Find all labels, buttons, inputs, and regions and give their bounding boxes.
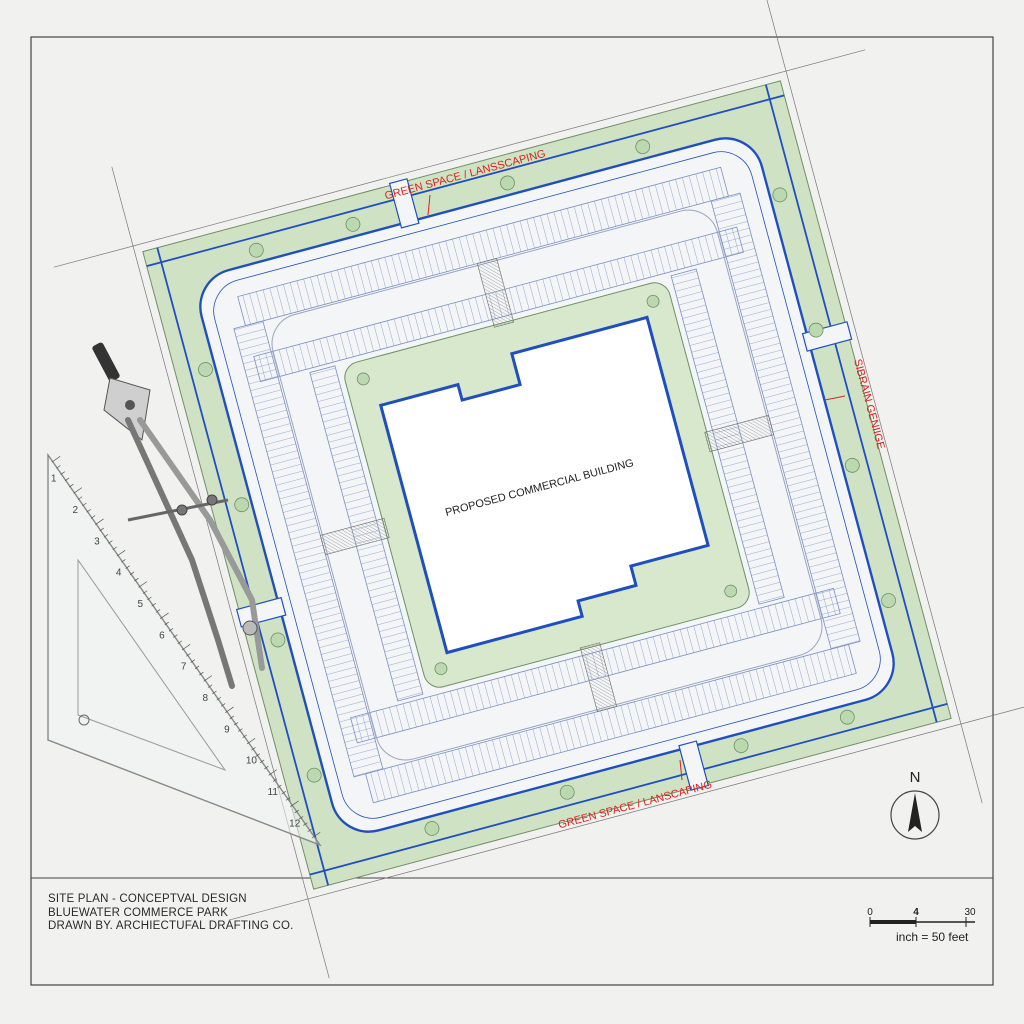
ruler-tick	[56, 465, 61, 469]
ruler-number: 2	[73, 505, 79, 516]
ruler-tick	[207, 684, 213, 688]
ruler-tick	[298, 816, 304, 820]
ruler-tick	[155, 609, 161, 613]
scale-bar: 0 4 30	[867, 907, 976, 927]
ruler-number: 6	[159, 630, 165, 641]
ruler-tick	[303, 822, 308, 826]
title-line-3: DRAWN BY. ARCHIECTUFAL DRAFTING CO.	[48, 920, 294, 932]
ruler-tick	[220, 703, 226, 707]
ruler-tick	[216, 696, 221, 701]
ruler-tick	[60, 471, 65, 475]
title-block: SITE PLAN - CONCEPTVAL DESIGN BLUEWATER …	[48, 893, 294, 934]
scale-label: inch = 50 feet	[896, 930, 969, 944]
ruler-tick	[259, 759, 265, 764]
ruler-tick	[181, 644, 191, 651]
ruler-tick	[134, 577, 139, 582]
ruler-number: 11	[268, 787, 279, 798]
ruler-tick	[51, 456, 61, 463]
ruler-tick	[190, 659, 195, 663]
ruler-tick	[277, 784, 282, 789]
ruler-tick	[86, 508, 91, 513]
title-line-1: SITE PLAN - CONCEPTVAL DESIGN	[48, 893, 247, 905]
scale-tick-2: 30	[964, 907, 976, 918]
ruler-tick	[173, 634, 178, 638]
ruler-tick	[73, 487, 83, 494]
site-plan: PROPOSED COMMERCIAL BUILDING	[53, 0, 1024, 979]
ruler-tick	[294, 809, 299, 814]
ruler-tick	[233, 722, 239, 726]
ruler-tick	[164, 621, 169, 626]
ruler-tick	[160, 612, 169, 619]
ruler-tick	[138, 581, 148, 588]
ruler-tick	[242, 734, 247, 739]
road-entrances	[235, 178, 853, 791]
commercial-building	[378, 315, 710, 655]
ruler-number: 7	[181, 662, 187, 673]
scale-tick-1: 4	[913, 907, 919, 918]
ruler-tick	[203, 675, 213, 682]
ruler-tick	[238, 728, 243, 732]
ruler-tick	[194, 665, 200, 670]
ruler-tick	[311, 832, 321, 839]
ruler-number: 3	[94, 536, 100, 547]
ruler-tick	[112, 546, 117, 551]
north-arrow-icon	[908, 793, 922, 832]
title-line-2: BLUEWATER COMMERCE PARK	[48, 906, 229, 919]
ruler-tick	[108, 540, 113, 544]
ruler-tick	[212, 690, 217, 695]
ruler-number: 4	[116, 568, 122, 579]
ruler-tick	[290, 800, 299, 807]
ruler-tick	[251, 747, 256, 751]
ruler-number: 1	[51, 474, 57, 485]
ruler-tick	[285, 797, 291, 801]
ruler-ticks	[51, 456, 321, 839]
ruler-number: 9	[224, 724, 230, 735]
ruler-tick	[99, 527, 104, 532]
ruler-tick	[281, 790, 286, 795]
ruler-tick	[69, 483, 74, 488]
ruler-tick	[255, 753, 260, 757]
drafting-compass	[92, 342, 265, 689]
ruler-tick	[77, 496, 83, 500]
ruler-tick	[125, 565, 130, 569]
ruler-tick	[90, 515, 96, 519]
ruler-number: 12	[289, 818, 301, 829]
ruler-tick	[199, 671, 204, 676]
ruler-tick	[272, 778, 278, 782]
ruler-tick	[129, 571, 135, 576]
ruler-tick	[147, 596, 152, 601]
ruler-tick	[103, 534, 109, 538]
ruler-number: 5	[138, 599, 144, 610]
ruler-tick	[95, 518, 104, 525]
ruler-tick	[268, 769, 278, 776]
ruler-tick	[229, 715, 234, 720]
north-arrow: N	[890, 769, 940, 840]
perimeter-road	[146, 84, 948, 886]
ruler-tick	[64, 477, 70, 482]
ruler-tick	[186, 653, 191, 657]
ruler-tick	[168, 628, 174, 632]
north-label: N	[910, 769, 921, 786]
ruler-tick	[82, 502, 87, 507]
walkways	[319, 257, 775, 713]
ruler-tick	[225, 706, 234, 713]
trees	[198, 139, 896, 836]
ruler-tick	[307, 828, 312, 833]
ruler-number: 10	[246, 756, 258, 767]
ruler-tick	[151, 602, 156, 607]
ruler-tick	[142, 590, 148, 594]
ruler-number: 8	[203, 693, 209, 704]
scale-tick-0: 0	[867, 907, 873, 918]
ruler-tick	[177, 640, 182, 645]
ruler-tick	[121, 559, 126, 563]
ruler-tick	[116, 550, 126, 557]
construction-lines	[53, 0, 1024, 979]
ruler-tick	[246, 738, 256, 745]
ruler-tick	[264, 765, 269, 770]
sheet-border	[30, 36, 994, 986]
